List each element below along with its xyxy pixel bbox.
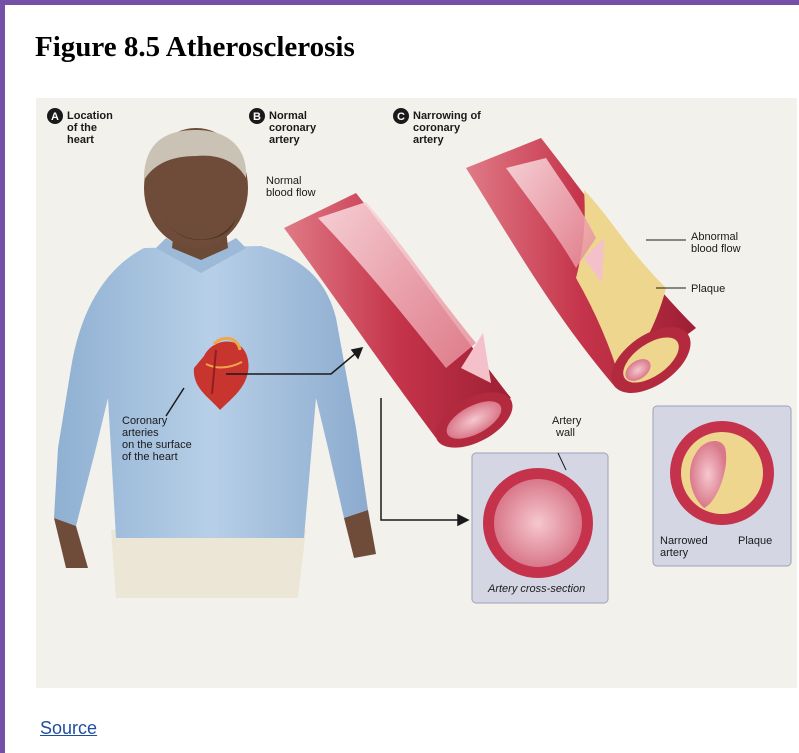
- normal-blood-flow-label-1: Normal: [266, 175, 301, 187]
- panel-a-badge: A: [47, 108, 63, 124]
- abnormal-blood-flow-label-2: blood flow: [691, 243, 741, 255]
- coronary-arteries-label-2: arteries: [122, 427, 159, 439]
- panel-b-heading-1: Normal: [269, 110, 307, 122]
- cross-section-plaque-label: Plaque: [738, 535, 772, 547]
- panel-c-heading-1: Narrowing of: [413, 110, 481, 122]
- panel-c-heading-3: artery: [413, 134, 444, 146]
- panel-a-heading-3: heart: [67, 134, 94, 146]
- panel-c-badge: C: [393, 108, 409, 124]
- artery-wall-label-1: Artery: [552, 415, 582, 427]
- narrowed-artery: [466, 138, 702, 406]
- panel-a-heading-1: Location: [67, 110, 113, 122]
- atherosclerosis-illustration: A B C Location of the heart Normal coron…: [36, 98, 797, 688]
- left-hand: [54, 518, 88, 568]
- panel-b-heading-3: artery: [269, 134, 300, 146]
- artery-wall-label-2: wall: [555, 427, 575, 439]
- cross-section-label: Artery cross-section: [487, 583, 585, 595]
- panel-b-letter: B: [253, 111, 261, 123]
- panel-a-heading-2: of the: [67, 122, 97, 134]
- plaque-label: Plaque: [691, 283, 725, 295]
- figure-title: Figure 8.5 Atherosclerosis: [35, 31, 355, 64]
- coronary-arteries-label-3: on the surface: [122, 439, 192, 451]
- coronary-arteries-label-4: of the heart: [122, 451, 178, 463]
- source-link[interactable]: Source: [40, 718, 97, 739]
- narrowed-artery-label-1: Narrowed: [660, 535, 708, 547]
- normal-blood-flow-label-2: blood flow: [266, 187, 316, 199]
- person-figure: [54, 128, 376, 598]
- panel-b-heading-2: coronary: [269, 122, 317, 134]
- abnormal-blood-flow-label-1: Abnormal: [691, 231, 738, 243]
- panel-a-letter: A: [51, 111, 59, 123]
- panel-c-letter: C: [397, 111, 405, 123]
- illustration-panel: A B C Location of the heart Normal coron…: [36, 98, 797, 688]
- pants: [111, 530, 306, 598]
- panel-c-heading-2: coronary: [413, 122, 461, 134]
- cross-section-normal: [472, 453, 608, 603]
- narrowed-artery-label-2: artery: [660, 547, 689, 559]
- panel-b-badge: B: [249, 108, 265, 124]
- coronary-arteries-label-1: Coronary: [122, 415, 168, 427]
- right-hand: [344, 510, 376, 558]
